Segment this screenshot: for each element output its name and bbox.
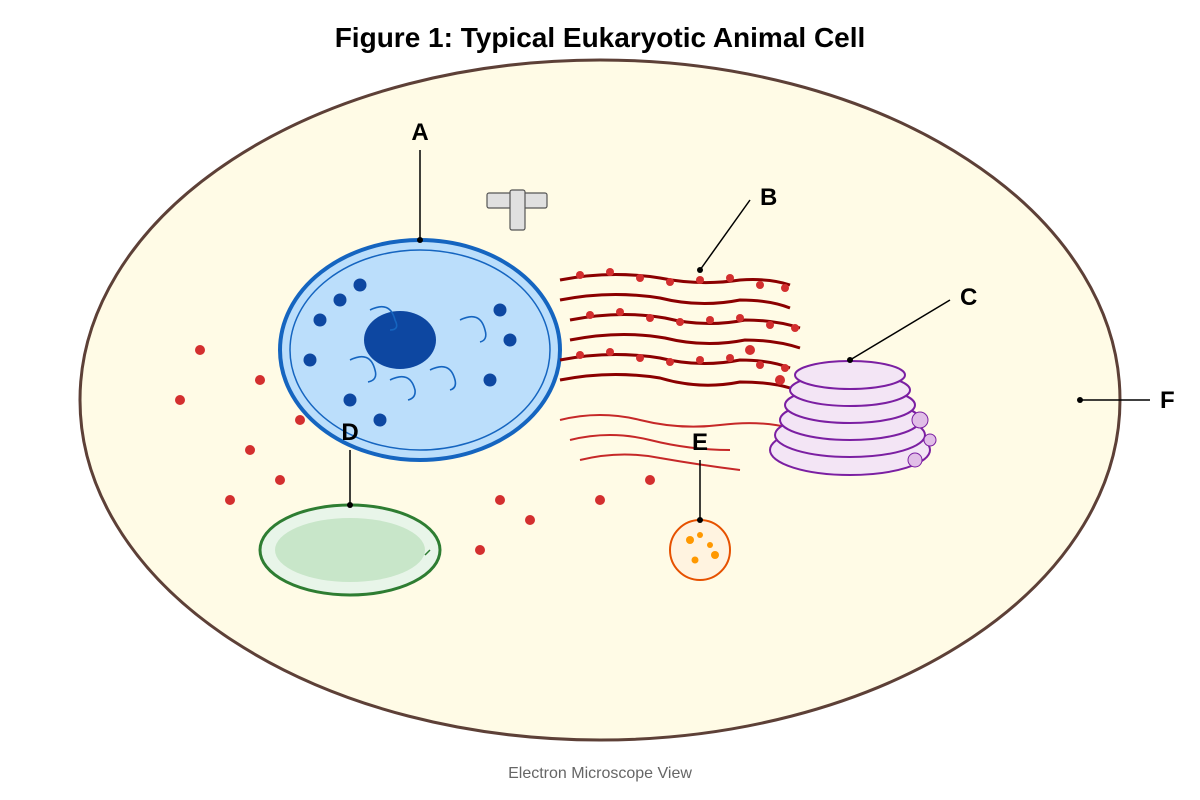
figure-title: Figure 1: Typical Eukaryotic Animal Cell bbox=[334, 22, 866, 53]
golgi-apparatus bbox=[769, 360, 937, 476]
label-e: E bbox=[692, 429, 708, 456]
nuclear-pores bbox=[303, 278, 517, 427]
nucleolus bbox=[364, 311, 436, 369]
golgi-vesicles bbox=[907, 411, 937, 468]
label-c: C bbox=[960, 284, 977, 311]
label-d: D bbox=[341, 419, 358, 446]
figure-caption: Electron Microscope View bbox=[508, 765, 692, 782]
nucleus bbox=[278, 238, 562, 462]
label-f: F bbox=[1160, 387, 1175, 414]
centriole bbox=[486, 189, 548, 231]
label-b: B bbox=[760, 184, 777, 211]
mitochondrion bbox=[258, 503, 442, 597]
label-a: A bbox=[411, 119, 428, 146]
smooth-endoplasmic-reticulum bbox=[559, 414, 791, 471]
free-ribosomes bbox=[175, 345, 785, 555]
ribosomes-on-er bbox=[576, 268, 799, 372]
rough-endoplasmic-reticulum bbox=[559, 268, 801, 390]
chromatin bbox=[349, 305, 487, 401]
leader-lines bbox=[347, 150, 1150, 523]
lysosome bbox=[669, 519, 731, 581]
cell-membrane bbox=[78, 58, 1122, 742]
